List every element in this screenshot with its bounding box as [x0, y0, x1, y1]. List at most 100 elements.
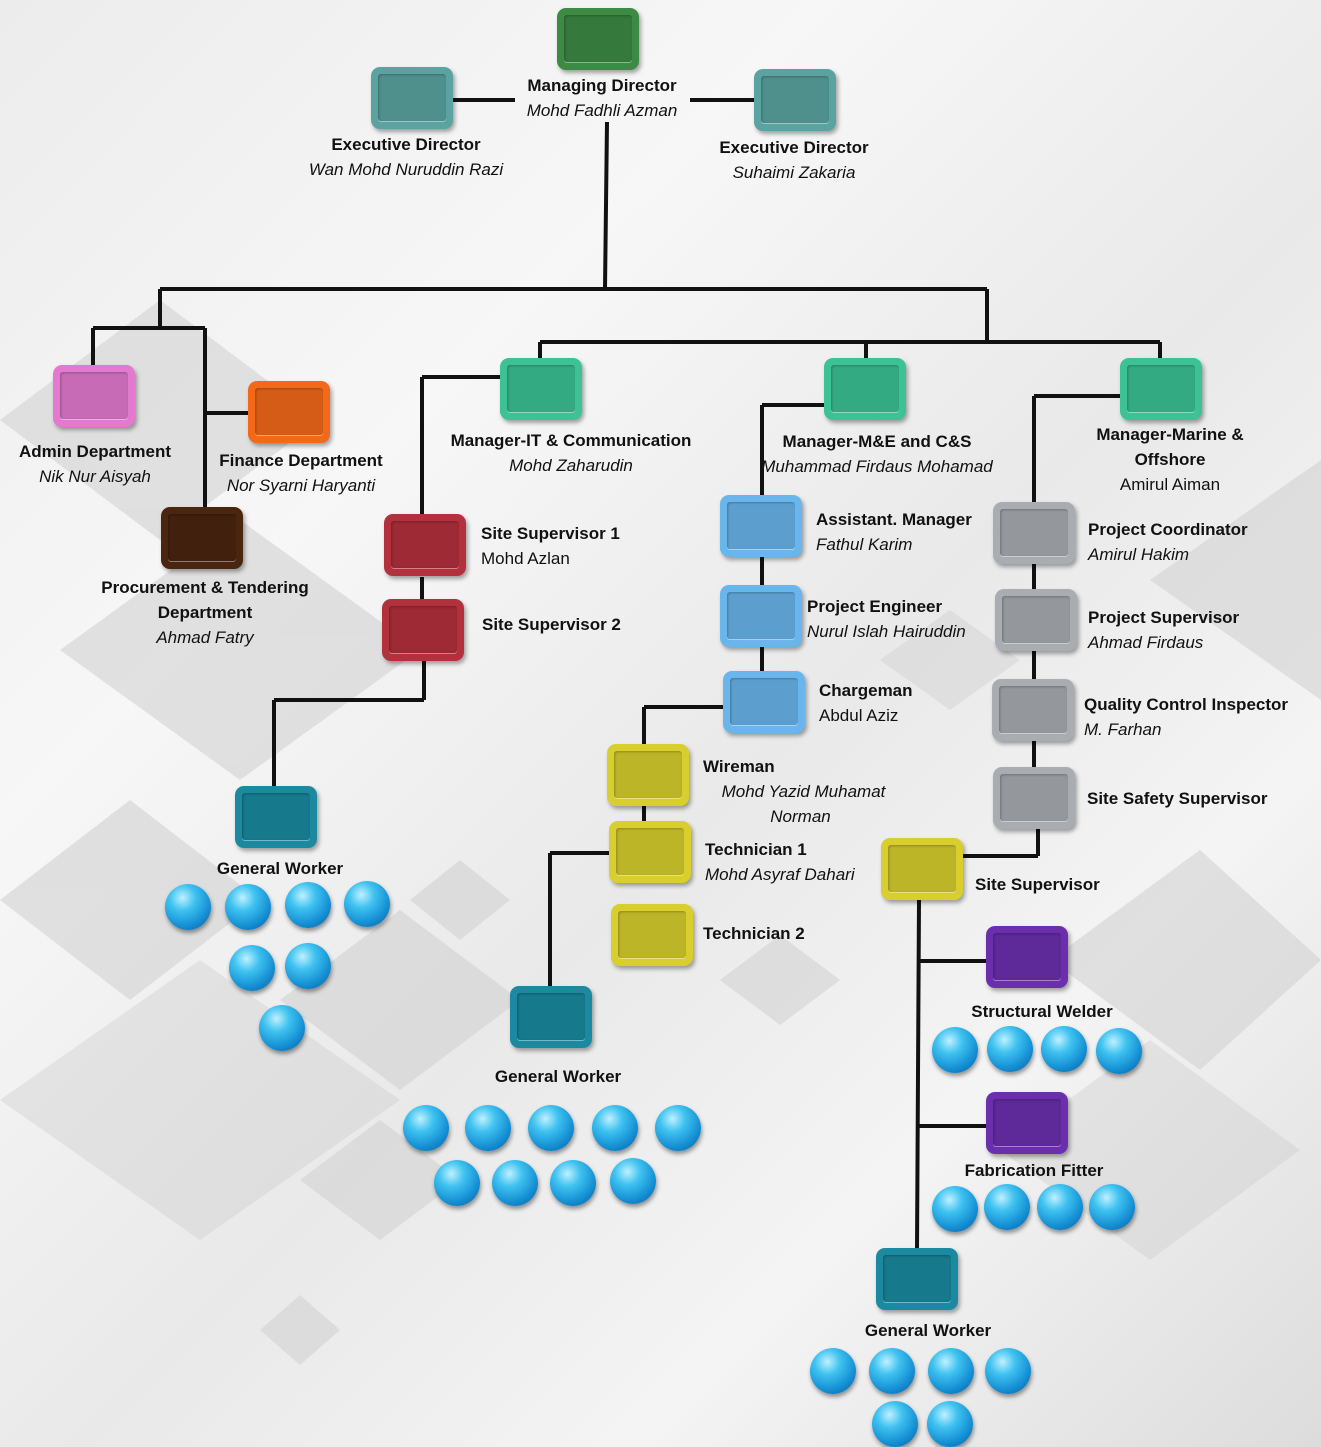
chargeman-label: Chargeman Abdul Aziz — [819, 678, 913, 728]
admin-department-title: Admin Department — [18, 442, 172, 461]
worker-dot — [610, 1158, 656, 1204]
manager-it-name: Mohd Zaharudin — [509, 456, 633, 475]
marine-site-supervisor-box[interactable] — [881, 838, 963, 900]
manager-it-box[interactable] — [500, 358, 582, 420]
worker-dot — [1089, 1184, 1135, 1230]
structural-welder-box[interactable] — [986, 926, 1068, 988]
it-general-worker-title: General Worker — [216, 859, 344, 878]
managing-director-name: Mohd Fadhli Azman — [526, 101, 678, 120]
worker-dot — [285, 943, 331, 989]
worker-dot — [869, 1348, 915, 1394]
manager-marine-box[interactable] — [1120, 358, 1202, 420]
technician-1-box[interactable] — [609, 821, 691, 883]
assistant-manager-name: Fathul Karim — [816, 535, 913, 554]
executive-director-left-name: Wan Mohd Nuruddin Razi — [308, 160, 504, 179]
site-safety-supervisor-label: Site Safety Supervisor — [1087, 786, 1267, 811]
finance-department-label: Finance Department Nor Syarni Haryanti — [201, 448, 401, 498]
site-supervisor-1-title: Site Supervisor 1 — [481, 524, 620, 543]
project-engineer-name: Nurul Islah Hairuddin — [807, 622, 966, 641]
site-supervisor-2-title: Site Supervisor 2 — [482, 615, 621, 634]
finance-department-name: Nor Syarni Haryanti — [226, 476, 376, 495]
worker-dot — [259, 1005, 305, 1051]
mne-general-worker-label: General Worker — [458, 1064, 658, 1089]
worker-dot — [1096, 1028, 1142, 1074]
manager-marine-name: Amirul Aiman — [1119, 475, 1221, 494]
marine-general-worker-box[interactable] — [876, 1248, 958, 1310]
chargeman-box[interactable] — [723, 671, 805, 733]
admin-department-name: Nik Nur Aisyah — [39, 467, 151, 486]
qc-inspector-name: M. Farhan — [1084, 720, 1162, 739]
project-coordinator-label: Project Coordinator Amirul Hakim — [1088, 517, 1248, 567]
worker-dot — [985, 1348, 1031, 1394]
site-safety-supervisor-title: Site Safety Supervisor — [1087, 789, 1268, 808]
chargeman-name: Abdul Aziz — [819, 706, 899, 725]
technician-1-name: Mohd Asyraf Dahari — [705, 865, 855, 884]
project-coordinator-box[interactable] — [993, 502, 1075, 564]
fabrication-fitter-box[interactable] — [986, 1092, 1068, 1154]
managing-director-box[interactable] — [557, 8, 639, 70]
fabrication-fitter-label: Fabrication Fitter — [934, 1158, 1134, 1183]
executive-director-right-name: Suhaimi Zakaria — [732, 163, 856, 182]
finance-department-box[interactable] — [248, 381, 330, 443]
procurement-department-box[interactable] — [161, 507, 243, 569]
technician-2-box[interactable] — [611, 904, 693, 966]
project-supervisor-label: Project Supervisor Ahmad Firdaus — [1088, 605, 1239, 655]
worker-dot — [403, 1105, 449, 1151]
worker-dot — [872, 1401, 918, 1447]
marine-site-supervisor-title: Site Supervisor — [975, 875, 1100, 894]
manager-mne-box[interactable] — [824, 358, 906, 420]
worker-dot — [434, 1160, 480, 1206]
chargeman-title: Chargeman — [819, 681, 913, 700]
worker-dot — [550, 1160, 596, 1206]
site-supervisor-2-label: Site Supervisor 2 — [482, 612, 621, 637]
project-supervisor-title: Project Supervisor — [1088, 608, 1240, 627]
project-engineer-box[interactable] — [720, 585, 802, 647]
executive-director-left-label: Executive Director Wan Mohd Nuruddin Raz… — [286, 132, 526, 182]
worker-dot — [225, 884, 271, 930]
worker-dot — [165, 884, 211, 930]
marine-general-worker-title: General Worker — [864, 1321, 992, 1340]
admin-department-box[interactable] — [53, 365, 135, 427]
technician-2-label: Technician 2 — [703, 921, 805, 946]
finance-department-title: Finance Department — [219, 451, 383, 470]
procurement-title-line2: Department — [157, 603, 253, 622]
site-supervisor-2-box[interactable] — [382, 599, 464, 661]
technician-2-title: Technician 2 — [703, 924, 805, 943]
executive-director-left-box[interactable] — [371, 67, 453, 129]
project-coordinator-name: Amirul Hakim — [1088, 545, 1190, 564]
executive-director-left-title: Executive Director — [331, 135, 481, 154]
project-engineer-label: Project Engineer Nurul Islah Hairuddin — [807, 594, 966, 644]
project-supervisor-box[interactable] — [995, 589, 1077, 651]
assistant-manager-box[interactable] — [720, 495, 802, 557]
wireman-box[interactable] — [607, 744, 689, 806]
project-engineer-title: Project Engineer — [807, 597, 943, 616]
executive-director-right-box[interactable] — [754, 69, 836, 131]
worker-dot — [932, 1186, 978, 1232]
worker-dot — [592, 1105, 638, 1151]
manager-marine-title-line2: Offshore — [1134, 450, 1206, 469]
site-safety-supervisor-box[interactable] — [993, 767, 1075, 829]
worker-dot — [928, 1348, 974, 1394]
worker-dot — [655, 1105, 701, 1151]
worker-dot — [344, 881, 390, 927]
wireman-name-line1: Mohd Yazid Muhamat — [721, 782, 886, 801]
assistant-manager-title: Assistant. Manager — [816, 510, 972, 529]
worker-dot — [810, 1348, 856, 1394]
structural-welder-label: Structural Welder — [942, 999, 1142, 1024]
wireman-title: Wireman — [703, 757, 775, 776]
site-supervisor-1-label: Site Supervisor 1 Mohd Azlan — [481, 521, 620, 571]
manager-it-label: Manager-IT & Communication Mohd Zaharudi… — [431, 428, 711, 478]
assistant-manager-label: Assistant. Manager Fathul Karim — [816, 507, 972, 557]
technician-1-label: Technician 1 Mohd Asyraf Dahari — [705, 837, 855, 887]
site-supervisor-1-box[interactable] — [384, 514, 466, 576]
procurement-name: Ahmad Fatry — [156, 628, 254, 647]
worker-dot — [492, 1160, 538, 1206]
wireman-name-line2: Norman — [770, 807, 831, 826]
it-general-worker-box[interactable] — [235, 786, 317, 848]
managing-director-label: Managing Director Mohd Fadhli Azman — [492, 73, 712, 123]
worker-dot — [285, 882, 331, 928]
manager-mne-label: Manager-M&E and C&S Muhammad Firdaus Moh… — [742, 429, 1012, 479]
qc-inspector-box[interactable] — [992, 679, 1074, 741]
mne-general-worker-box[interactable] — [510, 986, 592, 1048]
